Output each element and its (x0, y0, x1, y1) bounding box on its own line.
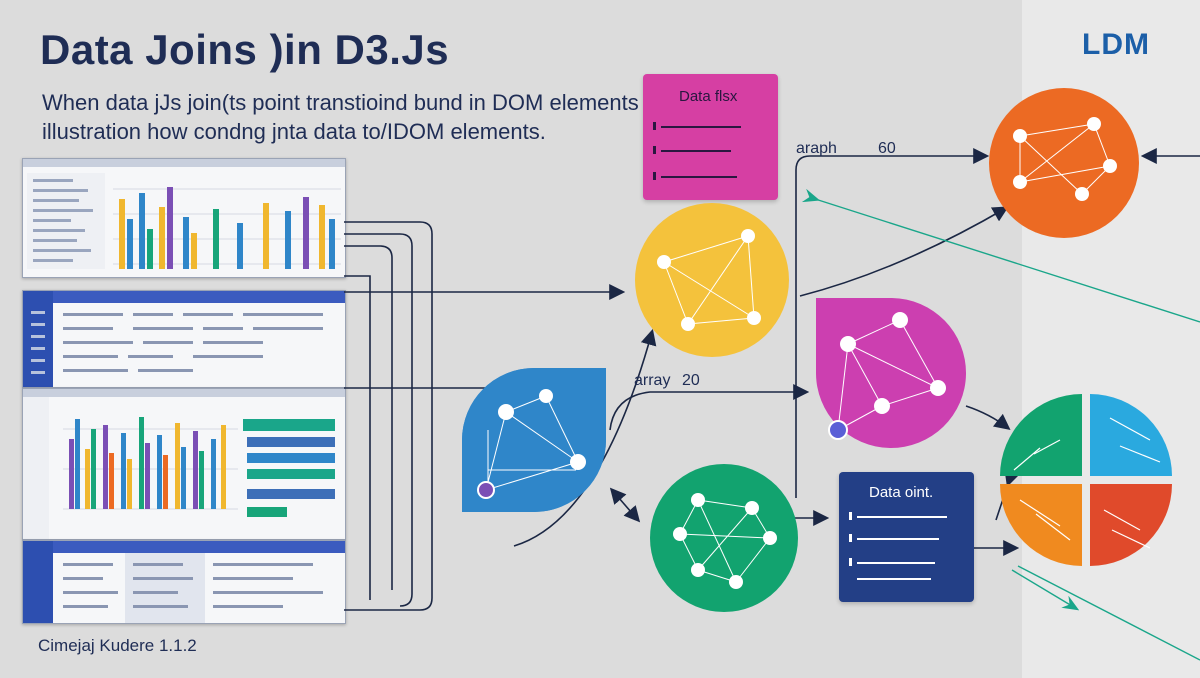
list-screenshot (22, 540, 346, 624)
data-point-card-title: Data oint. (869, 484, 934, 501)
blue-node-graph (462, 368, 606, 512)
graph-label: araph (796, 140, 837, 157)
data-point-card[interactable]: Data oint. (839, 472, 974, 602)
yellow-node-graph (635, 203, 789, 357)
quadrant-graph (1000, 394, 1172, 566)
graph-value: 60 (878, 140, 896, 157)
data-files-card-title: Data flsx (679, 88, 738, 105)
orange-node-graph (989, 88, 1139, 238)
data-files-card[interactable]: Data flsx (643, 74, 778, 200)
page-subtitle: When data jJs join(ts point transtioind … (42, 88, 662, 146)
array-label: array (634, 372, 671, 389)
subtitle-line-1: When data jJs join(ts point transtioind … (42, 90, 639, 115)
array-value: 20 (682, 372, 700, 389)
footer-credit: Cimejaj Kudere 1.1.2 (38, 636, 197, 655)
magenta-node-graph (815, 298, 967, 449)
green-node-graph (650, 464, 798, 612)
bar-chart-screenshot (22, 158, 346, 278)
subtitle-line-2: illustration how condng jnta data to/IDO… (42, 119, 546, 144)
multi-bar-screenshot (22, 388, 346, 540)
page-title: Data Joins )in D3.Js (40, 26, 450, 73)
brand-logo: LDM (1082, 28, 1150, 61)
table-screenshot (22, 290, 346, 388)
